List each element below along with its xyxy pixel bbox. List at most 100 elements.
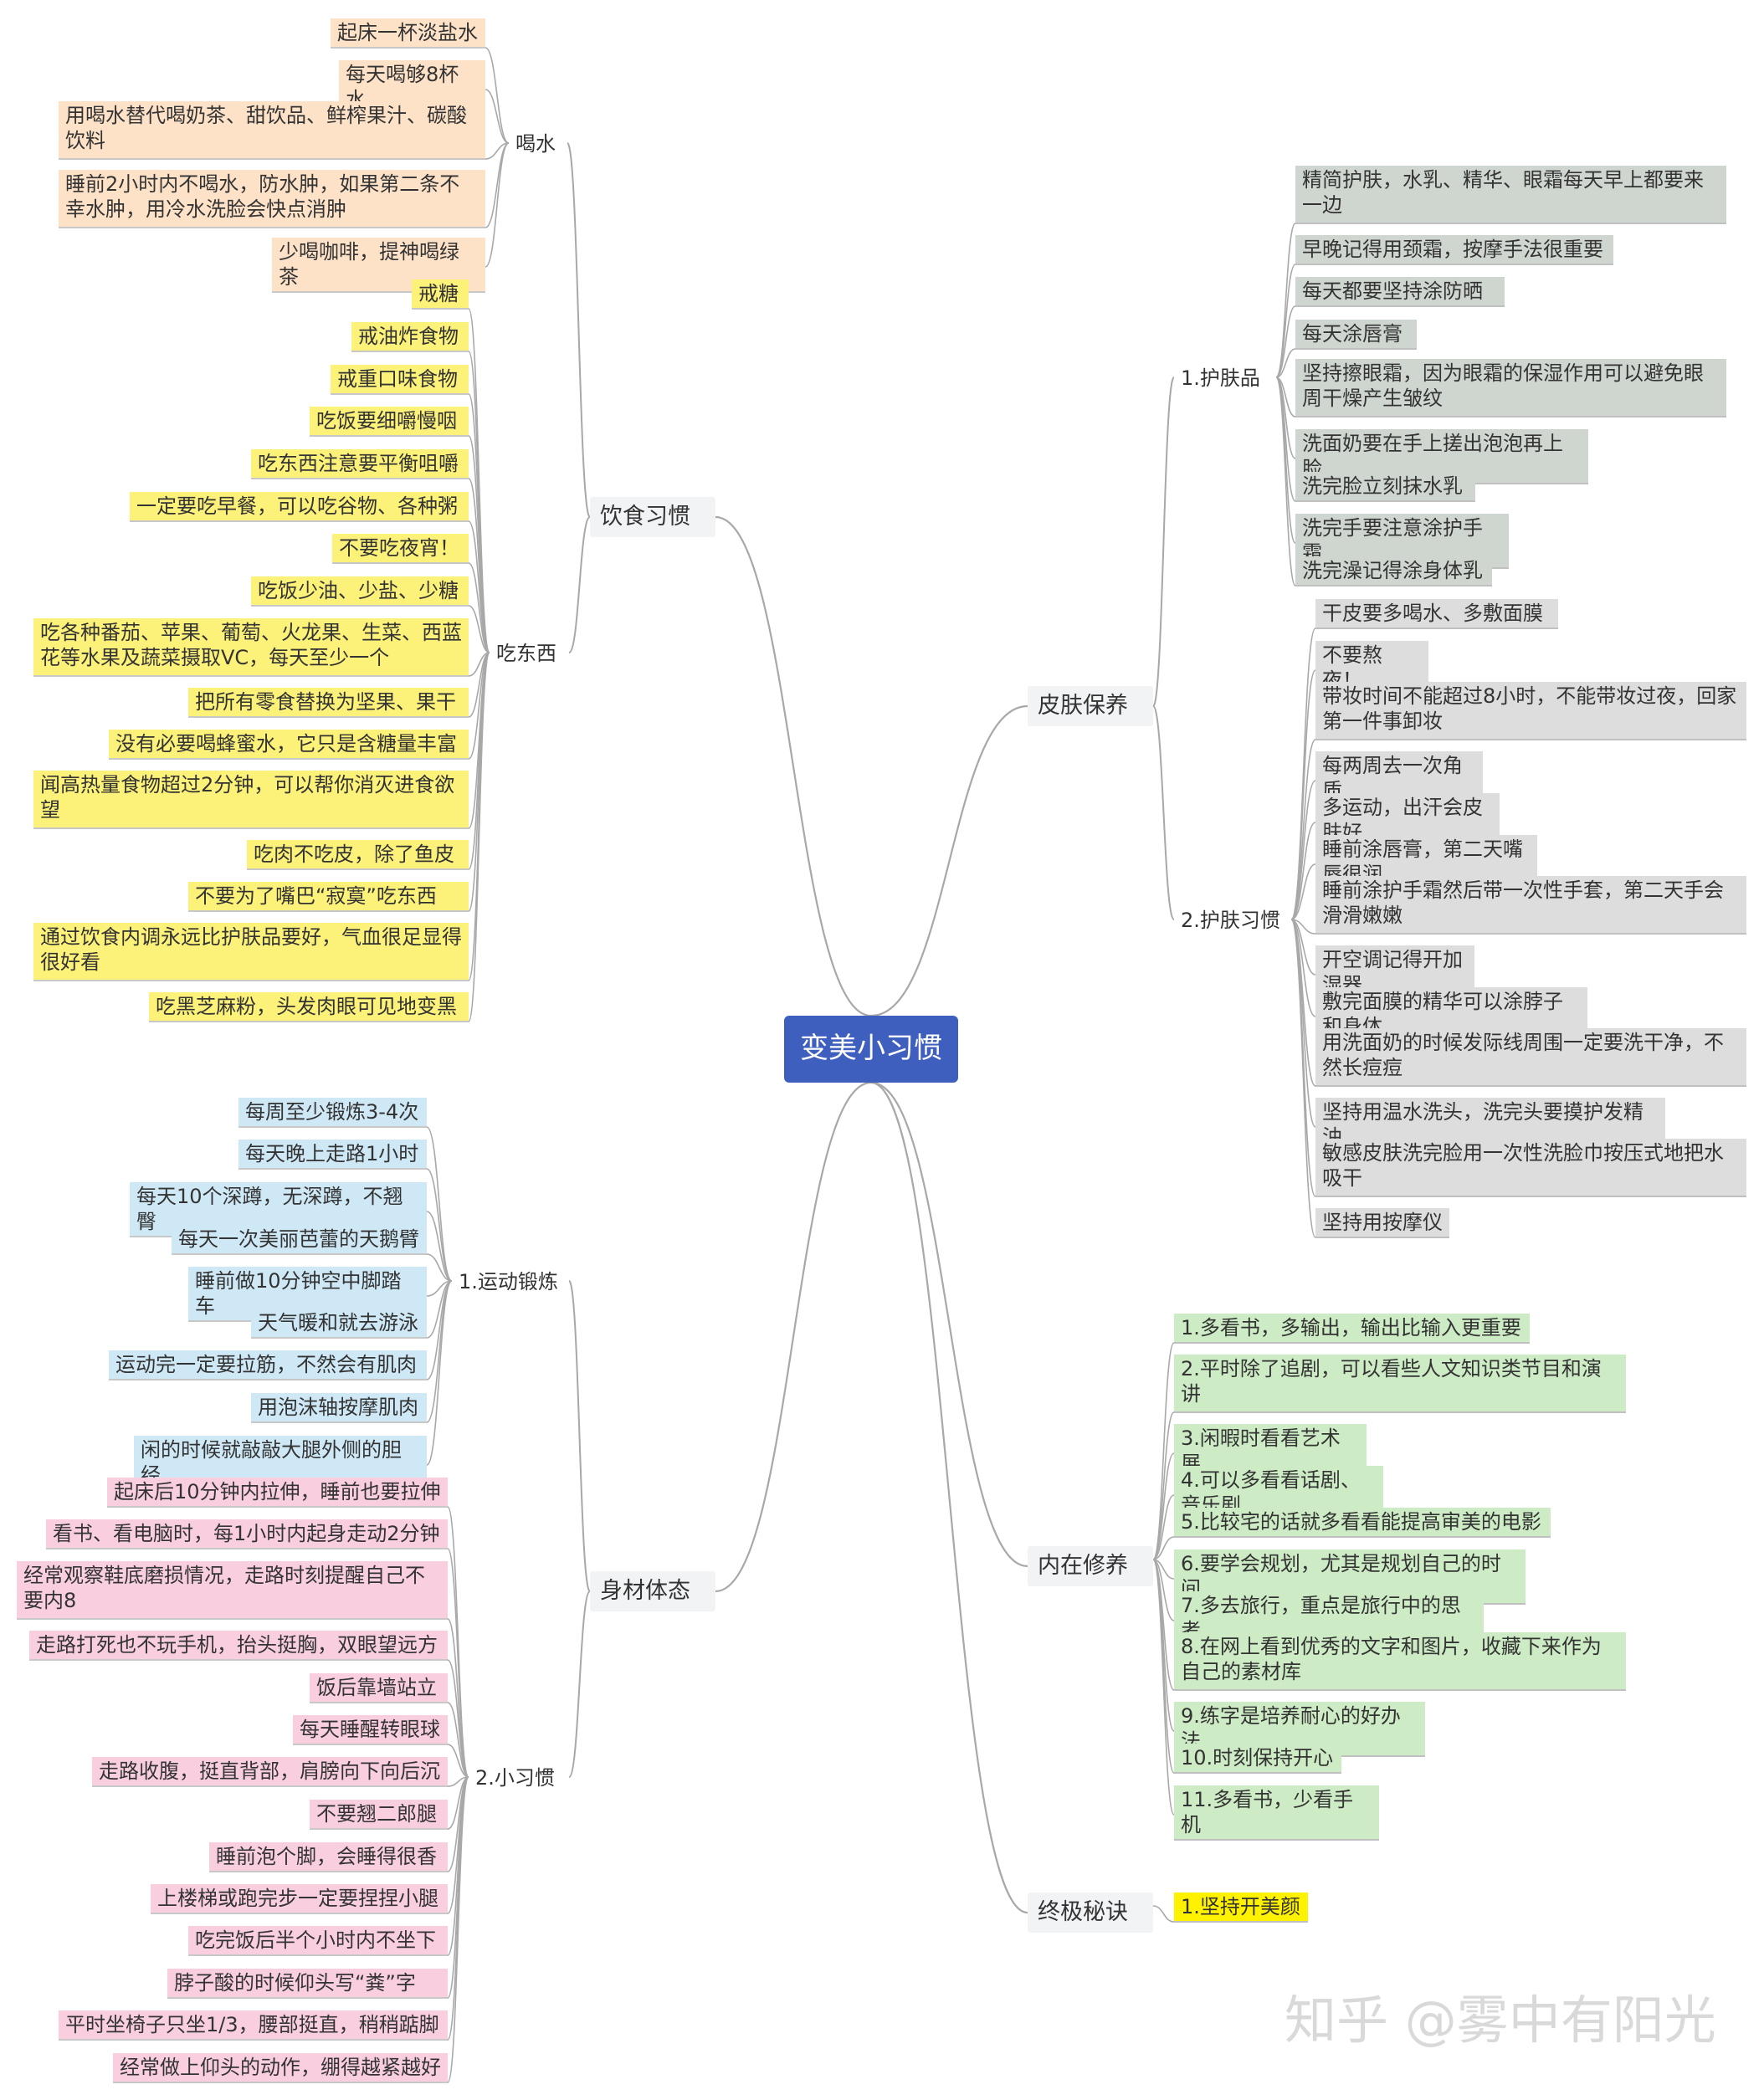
body-habit-item[interactable]: 上楼梯或跑完步一定要捏捏小腿 bbox=[151, 1884, 448, 1914]
connector-line bbox=[447, 1659, 469, 1778]
branch-ultimate[interactable]: 终极秘诀 bbox=[1028, 1893, 1153, 1933]
exercise-item[interactable]: 天气暖和就去游泳 bbox=[251, 1309, 427, 1339]
exercise-item[interactable]: 每周至少锻炼3-4次 bbox=[238, 1098, 427, 1128]
branch-diet[interactable]: 饮食习惯 bbox=[590, 497, 715, 537]
eat-item[interactable]: 闻高热量食物超过2分钟，可以帮你消灭进食欲望 bbox=[33, 771, 469, 829]
connector-line bbox=[1275, 223, 1296, 378]
water-item[interactable]: 起床一杯淡盐水 bbox=[331, 18, 485, 49]
connector-line bbox=[468, 605, 490, 653]
body-habit-item[interactable]: 起床后10分钟内拉伸，睡前也要拉伸 bbox=[107, 1478, 448, 1508]
body-habit-item[interactable]: 走路收腹，挺直背部，肩膀向下向后沉 bbox=[92, 1757, 448, 1787]
inner-item[interactable]: 11.多看书，少看手机 bbox=[1174, 1785, 1379, 1841]
body-habit-item[interactable]: 饭后靠墙站立 bbox=[310, 1673, 448, 1703]
body-habit-item[interactable]: 看书、看电脑时，每1小时内起身走动2分钟 bbox=[46, 1519, 448, 1549]
skin-product-item[interactable]: 洗完脸立刻抹水乳 bbox=[1295, 472, 1475, 502]
connector-line bbox=[1275, 305, 1296, 378]
sub-exercise[interactable]: 1.运动锻炼 bbox=[452, 1268, 569, 1296]
skin-habit-item[interactable]: 用洗面奶的时候发际线周围一定要洗干净，不然长痘痘 bbox=[1315, 1028, 1746, 1087]
connector-line bbox=[1275, 376, 1296, 586]
eat-item[interactable]: 戒糖 bbox=[412, 279, 469, 310]
inner-item[interactable]: 2.平时除了追剧，可以看些人文知识类节目和演讲 bbox=[1174, 1355, 1626, 1413]
connector-line bbox=[1152, 1452, 1175, 1560]
connector-line bbox=[468, 562, 490, 653]
skin-product-item[interactable]: 每天都要坚持涂防晒 bbox=[1295, 277, 1505, 307]
connector-line bbox=[1290, 919, 1316, 976]
branch-inner[interactable]: 内在修养 bbox=[1028, 1546, 1153, 1586]
eat-item[interactable]: 吃东西注意要平衡咀嚼 bbox=[251, 449, 469, 479]
connector-line bbox=[485, 142, 510, 268]
skin-habit-item[interactable]: 敏感皮肤洗完脸用一次性洗脸巾按压式地把水吸干 bbox=[1315, 1139, 1746, 1197]
body-habit-item[interactable]: 吃完饭后半个小时内不坐下 bbox=[188, 1926, 448, 1956]
eat-item[interactable]: 吃黑芝麻粉，头发肉眼可见地变黑 bbox=[149, 992, 469, 1022]
skin-product-item[interactable]: 洗完澡记得涂身体乳 bbox=[1295, 556, 1492, 586]
eat-item[interactable]: 戒重口味食物 bbox=[331, 365, 469, 395]
connector-line bbox=[447, 1776, 469, 2083]
body-habit-item[interactable]: 睡前泡个脚，会睡得很香 bbox=[209, 1842, 448, 1872]
inner-item[interactable]: 1.多看书，多输出，输出比输入更重要 bbox=[1174, 1314, 1530, 1344]
sub-eat[interactable]: 吃东西 bbox=[490, 639, 569, 668]
eat-item[interactable]: 吃各种番茄、苹果、葡萄、火龙果、生菜、西蓝花等水果及蔬菜摄取VC，每天至少一个 bbox=[33, 618, 469, 677]
connector-line bbox=[426, 1168, 453, 1282]
exercise-item[interactable]: 每天晚上走路1小时 bbox=[238, 1140, 427, 1170]
inner-item[interactable]: 8.在网上看到优秀的文字和图片，收藏下来作为自己的素材库 bbox=[1174, 1632, 1626, 1691]
connector-line bbox=[426, 1280, 453, 1466]
connector-line bbox=[426, 1211, 453, 1282]
skin-habit-item[interactable]: 睡前涂护手霜然后带一次性手套，第二天手会滑滑嫩嫩 bbox=[1315, 876, 1746, 935]
skin-habit-item[interactable]: 干皮要多喝水、多敷面膜 bbox=[1315, 599, 1558, 629]
water-item[interactable]: 少喝咖啡，提神喝绿茶 bbox=[272, 238, 485, 293]
skin-product-item[interactable]: 每天涂唇膏 bbox=[1295, 320, 1417, 350]
inner-item[interactable]: 5.比较宅的话就多看看能提高审美的电影 bbox=[1174, 1508, 1551, 1538]
connector-line bbox=[1275, 376, 1296, 544]
connector-line bbox=[468, 652, 490, 1022]
sub-body-habits[interactable]: 2.小习惯 bbox=[469, 1764, 569, 1792]
connector-line bbox=[568, 516, 591, 653]
connector-line bbox=[468, 520, 490, 653]
connector-line bbox=[485, 47, 510, 144]
sub-skin-habits[interactable]: 2.护肤习惯 bbox=[1174, 906, 1291, 935]
eat-item[interactable]: 吃饭少油、少盐、少糖 bbox=[251, 576, 469, 607]
eat-item[interactable]: 吃饭要细嚼慢咽 bbox=[310, 407, 469, 437]
connector-line bbox=[426, 1280, 453, 1423]
body-habit-item[interactable]: 不要翘二郎腿 bbox=[310, 1800, 448, 1830]
water-item[interactable]: 用喝水替代喝奶茶、甜饮品、鲜榨果汁、碳酸饮料 bbox=[59, 101, 485, 160]
eat-item[interactable]: 吃肉不吃皮，除了鱼皮 bbox=[247, 840, 469, 870]
inner-item[interactable]: 10.时刻保持开心 bbox=[1174, 1744, 1341, 1774]
connector-line bbox=[447, 1776, 469, 1830]
exercise-item[interactable]: 运动完一定要拉筋，不然会有肌肉 bbox=[109, 1350, 427, 1380]
eat-item[interactable]: 不要为了嘴巴“寂寞”吃东西 bbox=[188, 882, 469, 912]
branch-skin[interactable]: 皮肤保养 bbox=[1028, 686, 1153, 726]
connector-line bbox=[1275, 348, 1296, 378]
body-habit-item[interactable]: 平时坐椅子只坐1/3，腰部挺直，稍稍踮脚 bbox=[59, 2010, 448, 2041]
connector-line bbox=[1275, 264, 1296, 378]
sub-skin-products[interactable]: 1.护肤品 bbox=[1174, 364, 1276, 392]
skin-product-item[interactable]: 精简护肤，水乳、精华、眼霜每天早上都要来一边 bbox=[1295, 166, 1726, 224]
eat-item[interactable]: 不要吃夜宵！ bbox=[332, 534, 469, 564]
connector-line bbox=[1152, 1536, 1175, 1560]
body-habit-item[interactable]: 走路打死也不玩手机，抬头挺胸，双眼望远方 bbox=[29, 1631, 448, 1661]
eat-item[interactable]: 没有必要喝蜂蜜水，它只是含糖量丰富 bbox=[109, 730, 469, 760]
eat-item[interactable]: 通过饮食内调永远比护肤品要好，气血很足显得很好看 bbox=[33, 923, 469, 981]
eat-item[interactable]: 一定要吃早餐，可以吃谷物、各种粥 bbox=[130, 492, 469, 522]
connector-line bbox=[447, 1702, 469, 1778]
sub-water[interactable]: 喝水 bbox=[509, 130, 567, 158]
exercise-item[interactable]: 用泡沫轴按摩肌肉 bbox=[251, 1393, 427, 1423]
skin-product-item[interactable]: 早晚记得用颈霜，按摩手法很重要 bbox=[1295, 235, 1613, 265]
connector-line bbox=[1152, 1559, 1175, 1621]
body-habit-item[interactable]: 脖子酸的时候仰头写“粪”字 bbox=[167, 1969, 448, 1999]
eat-item[interactable]: 戒油炸食物 bbox=[351, 322, 469, 352]
water-item[interactable]: 睡前2小时内不喝水，防水肿，如果第二条不幸水肿，用冷水洗脸会快点消肿 bbox=[59, 170, 485, 228]
eat-item[interactable]: 把所有零食替换为坚果、果干 bbox=[188, 688, 469, 718]
body-habit-item[interactable]: 经常做上仰头的动作，绷得越紧越好 bbox=[113, 2053, 448, 2083]
body-habit-item[interactable]: 每天睡醒转眼球 bbox=[293, 1715, 448, 1745]
connector-line bbox=[447, 1776, 469, 1999]
skin-product-item[interactable]: 坚持擦眼霜，因为眼霜的保湿作用可以避免眼周干燥产生皱纹 bbox=[1295, 359, 1726, 417]
connector-line bbox=[426, 1253, 453, 1282]
exercise-item[interactable]: 每天一次美丽芭蕾的天鹅臂 bbox=[172, 1225, 427, 1255]
skin-habit-item[interactable]: 坚持用按摩仪 bbox=[1315, 1208, 1449, 1238]
root-node[interactable]: 变美小习惯 bbox=[784, 1016, 958, 1083]
skin-habit-item[interactable]: 带妆时间不能超过8小时，不能带妆过夜，回家第一件事卸妆 bbox=[1315, 682, 1746, 740]
body-habit-item[interactable]: 经常观察鞋底磨损情况，走路时刻提醒自己不要内8 bbox=[17, 1561, 448, 1620]
ultimate-item[interactable]: 1.坚持开美颜 bbox=[1174, 1893, 1308, 1923]
branch-body[interactable]: 身材体态 bbox=[590, 1571, 715, 1611]
